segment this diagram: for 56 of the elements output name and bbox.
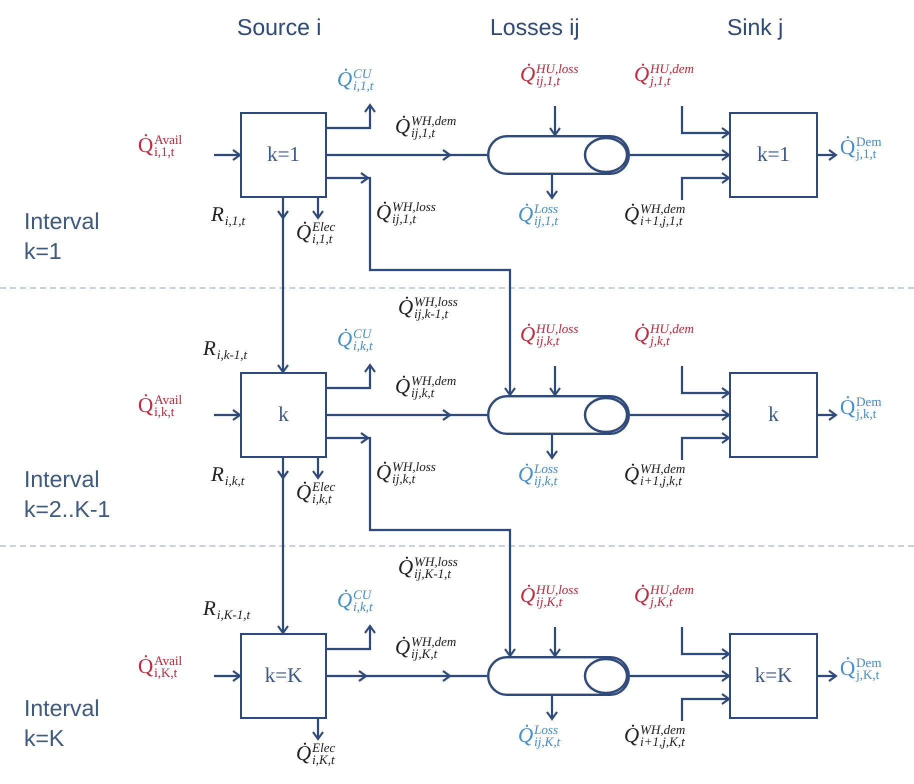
arrow	[312, 458, 324, 479]
process-box	[729, 112, 818, 198]
arrow	[546, 696, 558, 720]
arrow	[214, 149, 241, 161]
pipe-shape	[487, 656, 630, 696]
flow-label: R$_{i,1,t}$	[211, 202, 246, 227]
arrow	[818, 149, 837, 161]
box-label: k=K	[754, 662, 792, 690]
pipe-shape	[487, 395, 630, 435]
process-box	[240, 633, 327, 719]
arrow	[680, 627, 730, 660]
process-box	[240, 112, 327, 198]
arrow	[680, 172, 730, 200]
arrow	[680, 106, 730, 139]
process-box	[240, 372, 327, 458]
arrow	[549, 106, 561, 136]
arrow	[630, 670, 730, 682]
interval-label: Interval k=1	[24, 207, 100, 266]
arrow	[680, 693, 730, 721]
arrow	[312, 198, 324, 219]
flow-label: R$_{i,K-1,t}$	[203, 596, 250, 621]
column-heading: Sink j	[727, 13, 784, 42]
arrow	[680, 366, 730, 399]
arrow	[277, 198, 289, 373]
arrow	[312, 719, 324, 740]
arrow	[818, 409, 837, 421]
flow-label: R$_{i,k-1,t}$	[203, 336, 248, 361]
column-heading: Losses ij	[490, 13, 580, 42]
box-label: k=1	[267, 141, 300, 168]
arrow	[327, 625, 376, 650]
arrow	[549, 366, 561, 396]
interval-label: Interval k=K	[24, 694, 100, 753]
column-heading: Source i	[237, 13, 322, 42]
arrow	[277, 458, 289, 634]
box-label: k=K	[264, 662, 302, 690]
box-label: k	[768, 401, 779, 428]
arrow	[327, 104, 376, 130]
arrow	[549, 627, 561, 657]
arrow	[546, 435, 558, 459]
arrow	[546, 175, 558, 199]
arrow	[680, 432, 730, 460]
flow-label: R$_{i,k,t}$	[211, 462, 244, 487]
arrow	[214, 670, 241, 682]
arrow	[214, 409, 241, 421]
arrow	[327, 432, 516, 657]
box-label: k	[278, 401, 289, 428]
process-box	[729, 372, 818, 458]
pipe-shape	[487, 135, 630, 175]
process-box	[729, 633, 818, 719]
arrow	[818, 670, 837, 682]
interval-label: Interval k=2..K-1	[24, 465, 112, 524]
arrow	[327, 364, 376, 390]
arrow	[630, 149, 730, 161]
arrow	[630, 409, 730, 421]
box-label: k=1	[757, 141, 790, 168]
arrow	[327, 172, 516, 396]
